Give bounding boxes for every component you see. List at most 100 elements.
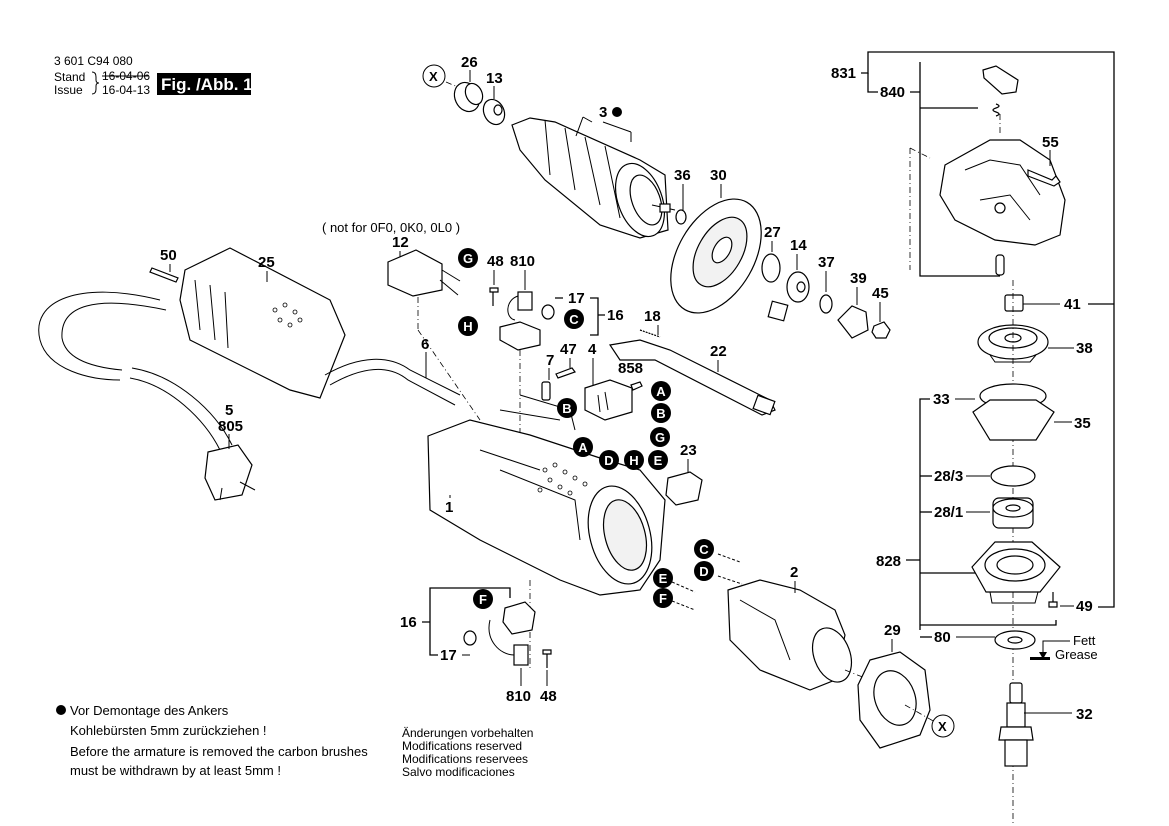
modification-line: Modifications reservees: [402, 752, 528, 766]
connector-badge-circle: [650, 427, 670, 447]
part-805-plug: [204, 444, 256, 501]
part-48-screw: [489, 287, 499, 306]
part-7-clamp: [541, 381, 551, 401]
connector-badge-d: D: [599, 450, 619, 470]
label-4: 4: [588, 341, 597, 358]
part-810-carbon-brush: [517, 291, 533, 311]
arrow-icon: [1039, 652, 1047, 659]
part-39-pinion: [837, 305, 869, 339]
modification-line: Modifications reserved: [402, 739, 522, 753]
issue-date: 16-04-13: [102, 83, 150, 97]
grease-marker: [1030, 657, 1050, 660]
part-2-field-winding: [727, 579, 853, 691]
connector-badge-letter: H: [463, 319, 472, 334]
modifications-block: Änderungen vorbehalten Modifications res…: [402, 726, 533, 779]
connector-badge-h: H: [624, 450, 644, 470]
connector-badge-e: E: [648, 450, 668, 470]
part-55-screw: [1027, 169, 1061, 187]
footnote-en-line2: must be withdrawn by at least 5mm !: [70, 763, 281, 778]
connector-badge-letter: G: [655, 430, 665, 445]
part-26-bush: [453, 81, 484, 113]
connector-badge-letter: G: [463, 251, 473, 266]
label-858: 858: [618, 360, 643, 377]
label-5: 5: [225, 402, 233, 419]
connector-badge-circle: [653, 588, 673, 608]
label-35: 35: [1074, 415, 1091, 432]
part-22-switch-rod: [608, 339, 776, 416]
label-28-3: 28/3: [934, 468, 963, 485]
footnote-de-line2: Kohlebürsten 5mm zurückziehen !: [70, 723, 267, 738]
label-47: 47: [560, 341, 577, 358]
part-48-screw-lower: [542, 649, 552, 668]
label-13: 13: [486, 70, 503, 87]
grease-label-en: Grease: [1055, 647, 1098, 662]
connector-badge-h: H: [458, 316, 478, 336]
label-810-top: 810: [510, 253, 535, 270]
label-7: 7: [546, 352, 554, 369]
connector-badge-letter: D: [699, 564, 708, 579]
doc-number: 3 601 C94 080: [54, 54, 133, 68]
part-810-carbon-brush-lower: [513, 644, 529, 666]
label-14: 14: [790, 237, 807, 254]
part-828-bearing-flange: [971, 541, 1061, 604]
label-48-top: 48: [487, 253, 504, 270]
part-47-screw: [555, 367, 576, 379]
connector-badge-circle: [564, 309, 584, 329]
part-32-spindle: [998, 682, 1034, 767]
label-33: 33: [933, 391, 950, 408]
part-28-3-circlip: [990, 465, 1036, 487]
part-38-crown-gear: [977, 324, 1049, 363]
footnote-en-line1: Before the armature is removed the carbo…: [70, 744, 368, 759]
part-858-screw: [630, 381, 643, 391]
part-831-gear-housing: [939, 139, 1066, 246]
label-831: 831: [831, 65, 856, 82]
label-45: 45: [872, 285, 889, 302]
part-13-bearing: [482, 98, 506, 126]
ref-marker-x-top-text: X: [429, 69, 438, 84]
connector-badge-circle: [473, 589, 493, 609]
ref-marker-x-bottom: [931, 714, 955, 738]
connector-badge-d: D: [694, 561, 714, 581]
connector-badge-e: E: [653, 568, 673, 588]
label-28-1: 28/1: [934, 504, 963, 521]
cord-group: 5 805 50 25 6: [38, 247, 461, 501]
connector-badge-circle: [651, 381, 671, 401]
label-828: 828: [876, 553, 901, 570]
label-26: 26: [461, 54, 478, 71]
label-29: 29: [884, 622, 901, 639]
part-30-fan: [670, 198, 762, 314]
label-16-bottom: 16: [400, 614, 417, 631]
connector-badge-b: B: [557, 398, 577, 418]
connector-badge-b: B: [651, 403, 671, 423]
part-35-gasket: [972, 399, 1055, 441]
label-18: 18: [644, 308, 661, 325]
connector-badge-g: G: [650, 427, 670, 447]
lower-brush-group: 16 17 810 48: [400, 587, 557, 705]
label-30: 30: [710, 167, 727, 184]
part-17-spring: [541, 304, 555, 320]
label-55: 55: [1042, 134, 1059, 151]
connector-badge-a: A: [573, 437, 593, 457]
label-50: 50: [160, 247, 177, 264]
part-37-washer: [819, 294, 833, 314]
gear-group: 36 30 27 14 37 39 45: [670, 167, 891, 339]
spring-icon: [992, 103, 1000, 117]
footnote-de-line1: Vor Demontage des Ankers: [70, 703, 229, 718]
label-36: 36: [674, 167, 691, 184]
label-37: 37: [818, 254, 835, 271]
label-48-bottom: 48: [540, 688, 557, 705]
label-23: 23: [680, 442, 697, 459]
footnote-bullet-icon: [56, 705, 66, 715]
pin: [995, 254, 1005, 276]
part-80-washer: [994, 630, 1036, 650]
variant-note: ( not for 0F0, 0K0, 0L0 ): [322, 220, 460, 235]
part-16-brush-holder-lower: [502, 601, 536, 635]
connector-badge-c: C: [564, 309, 584, 329]
connector-badge-a: A: [651, 381, 671, 401]
connector-badge-letter: H: [629, 453, 638, 468]
connector-badge-circle: [458, 248, 478, 268]
label-840: 840: [880, 84, 905, 101]
connector-badge-letter: A: [578, 440, 588, 455]
